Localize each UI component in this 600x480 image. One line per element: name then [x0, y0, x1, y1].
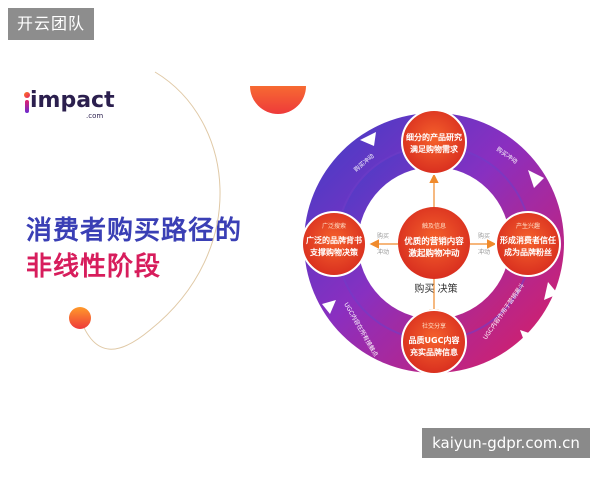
title-line-1: 消费者购买路径的 [26, 216, 243, 246]
node-right [495, 211, 561, 277]
node-bottom-line1: 品质UGC内容 [409, 335, 460, 345]
logo-bar-icon [25, 100, 29, 113]
chevron-icon-bottom-left [322, 300, 336, 314]
connector-right-line2: 冲动 [478, 248, 490, 256]
title-line-2: 非线性阶段 [26, 252, 162, 282]
watermark-bottom-right: kaiyun-gdpr.com.cn [422, 428, 590, 458]
chevron-icon-top-right [528, 170, 544, 188]
orange-dot-small [69, 307, 91, 329]
logo-word: impact [30, 88, 115, 113]
center-line1: 优质的营销内容 [404, 236, 464, 247]
node-top [401, 109, 467, 175]
node-bottom-line2: 充实品牌信息 [410, 347, 458, 357]
decorative-arc [79, 71, 221, 350]
node-left-tag: 广泛搜索 [322, 222, 346, 230]
node-right-line2: 成为品牌粉丝 [504, 247, 552, 257]
node-top-line1: 细分的产品研究 [406, 132, 462, 142]
node-top-line2: 满足购物需求 [410, 144, 459, 154]
node-left-line1: 广泛的品牌背书 [306, 235, 362, 245]
node-bottom-tag: 社交分享 [422, 322, 446, 330]
connector-right-line1: 购买 [478, 232, 490, 240]
node-left [301, 211, 367, 277]
logo-dot-icon [24, 92, 30, 98]
chevron-icon-top-left [360, 132, 376, 146]
node-left-line2: 支撑购物决策 [309, 247, 359, 257]
watermark-top-left: 开云团队 [8, 8, 94, 40]
center-tag: 触及信息 [422, 222, 446, 230]
connector-left-line1: 购买 [377, 232, 389, 240]
chevron-icon-bottom-right [520, 330, 532, 346]
chevron-icon-right [544, 282, 558, 300]
node-bottom [401, 309, 467, 375]
node-right-tag: 产生兴趣 [516, 222, 540, 230]
center-line2: 激起购物冲动 [408, 248, 460, 259]
logo-domain: .com [86, 112, 104, 120]
decision-label: 购买 决策 [414, 282, 457, 295]
node-right-line1: 形成消费者信任 [500, 235, 556, 245]
center-node [398, 207, 470, 279]
connector-left-line2: 冲动 [377, 248, 389, 256]
